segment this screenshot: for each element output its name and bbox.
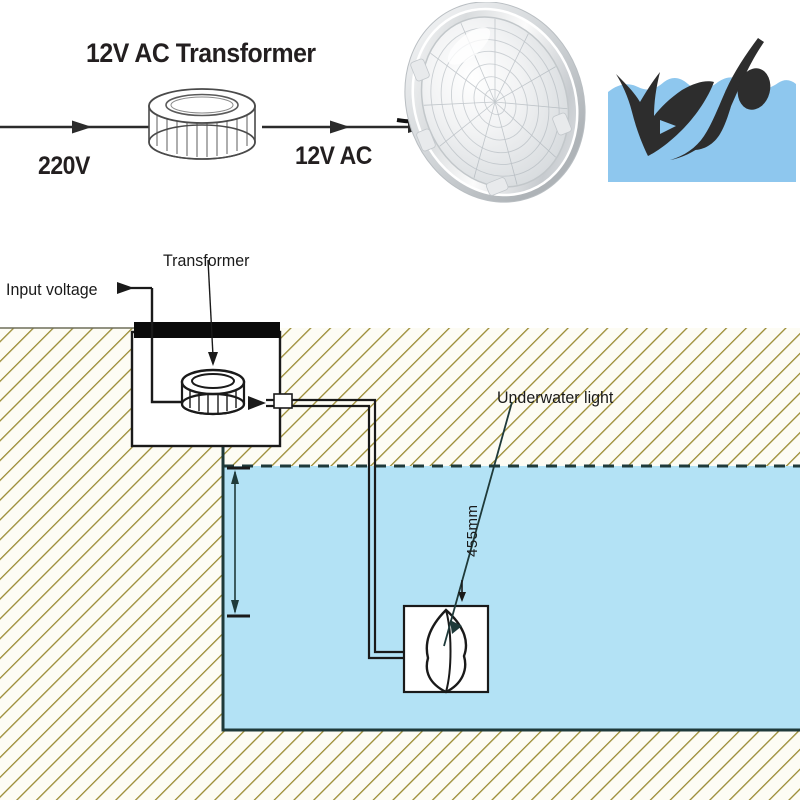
output-conduit-path [248,393,412,660]
swimmer-in-water-logo-icon [608,38,796,182]
depth-dimension-label: 455mm [464,504,481,557]
arrow-input-icon [72,120,92,134]
transformer-leader-line [207,259,218,366]
output-voltage-value: 12V AC [295,142,372,170]
par56-led-pool-lamp-icon [396,2,586,203]
pool-section-drawing [0,259,800,800]
logo-splash-shape [616,72,714,156]
underwater-light-leader-line [443,401,513,647]
logo-swimmer-arm [670,38,764,160]
depth-dimension-line [227,466,250,618]
top-wiring [0,120,430,134]
niche-toroid-icon [180,368,246,416]
logo-swimmer-head [737,68,771,110]
arrow-input-voltage-icon [117,282,134,294]
underwater-light-label: Underwater light [497,388,614,407]
transformer-label: Transformer [163,251,250,270]
transformer-title: 12V AC Transformer [86,38,316,68]
pool-water-fill [223,466,800,730]
input-voltage-value: 220V [38,152,90,180]
input-conduit-path [117,282,186,404]
fixture-top-arrow-icon [458,580,466,602]
top-schematic-panel: 12V AC Transformer [0,0,800,222]
arrow-output-icon [330,120,350,134]
underwater-light-fixture-icon [402,604,490,694]
arrow-transformer-output-icon [248,396,266,410]
toroidal-transformer-icon [148,88,256,160]
transformer-niche-lid [134,322,280,338]
pool-wall-outline [221,328,800,732]
pool-cross-section-panel: Input voltage Transformer Underwater lig… [0,222,800,800]
input-voltage-label: Input voltage [6,280,98,299]
